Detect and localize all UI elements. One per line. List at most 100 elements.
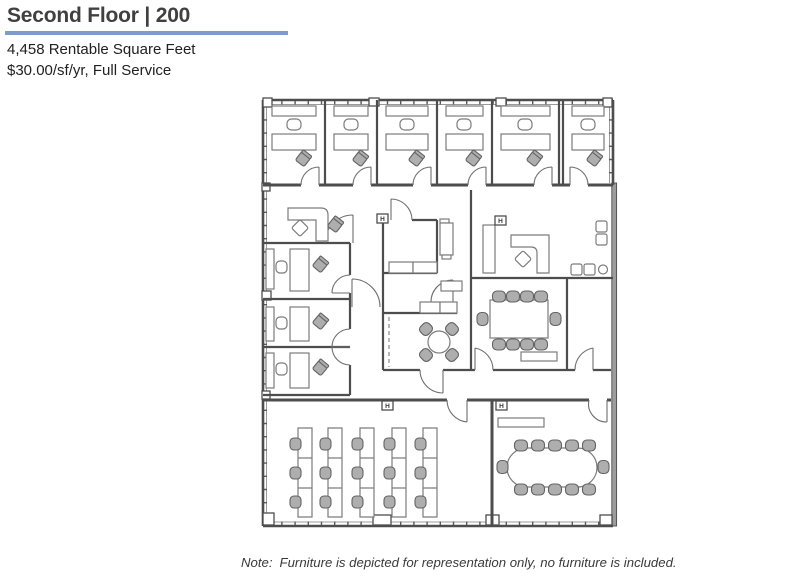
desk-chair [517,118,533,131]
credenza [265,306,275,342]
credenza [445,105,484,117]
page-title: Second Floor | 200 [7,4,191,27]
office-3 [385,105,429,167]
shelf [440,280,463,292]
round-table [427,330,451,354]
desk [289,248,310,292]
training-room [289,427,438,518]
hall-door-arc [351,278,381,308]
left-office-b [265,306,330,342]
desk-chair [275,362,288,376]
note-label: Note: [241,555,273,570]
office-dividers [323,100,565,185]
guest-chair [312,255,330,273]
reception-area [287,207,345,242]
desk [271,133,317,151]
credenza [271,105,317,117]
desk [445,133,484,151]
copier [439,222,454,256]
conference-table [489,299,549,339]
conference-door-arc [474,347,494,371]
accent-rule [5,31,288,35]
guest-chair [312,312,330,330]
rentable-square-feet: 4,458 Rentable Square Feet [7,41,196,58]
floor-plan: H H H H [261,97,618,528]
office-2 [333,105,370,167]
desk [289,352,310,389]
desk-chair [275,316,288,330]
conference-room-bottom [496,417,610,496]
desk-chair [275,260,288,274]
office-4 [445,105,484,167]
desk-chair [286,118,302,131]
cabinet [412,261,438,274]
tall-cabinet [482,224,496,274]
door-tag: H [499,403,504,410]
chairs [289,437,427,509]
left-office-door-arcs [331,274,351,366]
door-tag: H [498,218,503,225]
workstation-rows [297,427,438,518]
guest-chair [526,149,544,167]
storage-door-arc [574,347,594,371]
right-office-waiting [482,220,609,276]
desk-chair [456,118,472,131]
training-door-arc [446,399,468,423]
break-room [418,321,460,363]
guest-chair [408,149,426,167]
door-hardware-tags: H H H H [376,213,508,411]
left-office-walls [263,241,352,397]
guest-chair [295,149,313,167]
desk-chair [343,118,359,131]
office-6 [571,105,605,167]
office-5 [500,105,551,167]
task-chair [514,250,532,268]
cafe-chair [418,321,434,337]
cafe-chair [418,347,434,363]
door-tag: H [385,403,390,410]
office-1 [271,105,317,167]
party-wall [611,182,618,527]
chairs [476,290,562,351]
core-walls [381,190,473,372]
bottom-wing-walls [263,398,611,526]
interior-walls [263,100,613,526]
cabinet [388,261,414,274]
chairs [496,439,610,496]
left-offices [265,248,330,389]
door-swings [300,166,608,423]
entry-door-arc [390,198,413,221]
task-chair [291,219,309,237]
conference-walls [471,276,613,372]
note-text: Furniture is depicted for representation… [279,555,677,570]
break-room-door-arc [419,369,444,394]
guest-chair [352,149,370,167]
cabinet [419,301,441,314]
pilasters [261,97,613,526]
desk [571,133,605,151]
oval-table [506,447,598,488]
credenza [265,352,275,389]
side-table [597,264,609,275]
credenza [520,351,558,362]
credenza [497,417,545,428]
l-desk [510,234,550,274]
conference-room-center [476,290,562,362]
reception-desk [287,207,329,242]
credenza [571,105,605,117]
guest-chair [465,149,483,167]
desk-chair [399,118,415,131]
desk [333,133,369,151]
waiting-chairs [570,220,609,276]
central-core [388,218,463,367]
lease-rate: $30.00/sf/yr, Full Service [7,62,172,79]
desk [500,133,551,151]
disclaimer-note: Note: Furniture is depicted for represent… [241,555,677,570]
door-tag: H [380,216,385,223]
desk-chair [580,118,596,131]
credenza [385,105,429,117]
copier-foot [439,218,450,224]
left-office-a [265,248,330,292]
cafe-chair [444,321,460,337]
